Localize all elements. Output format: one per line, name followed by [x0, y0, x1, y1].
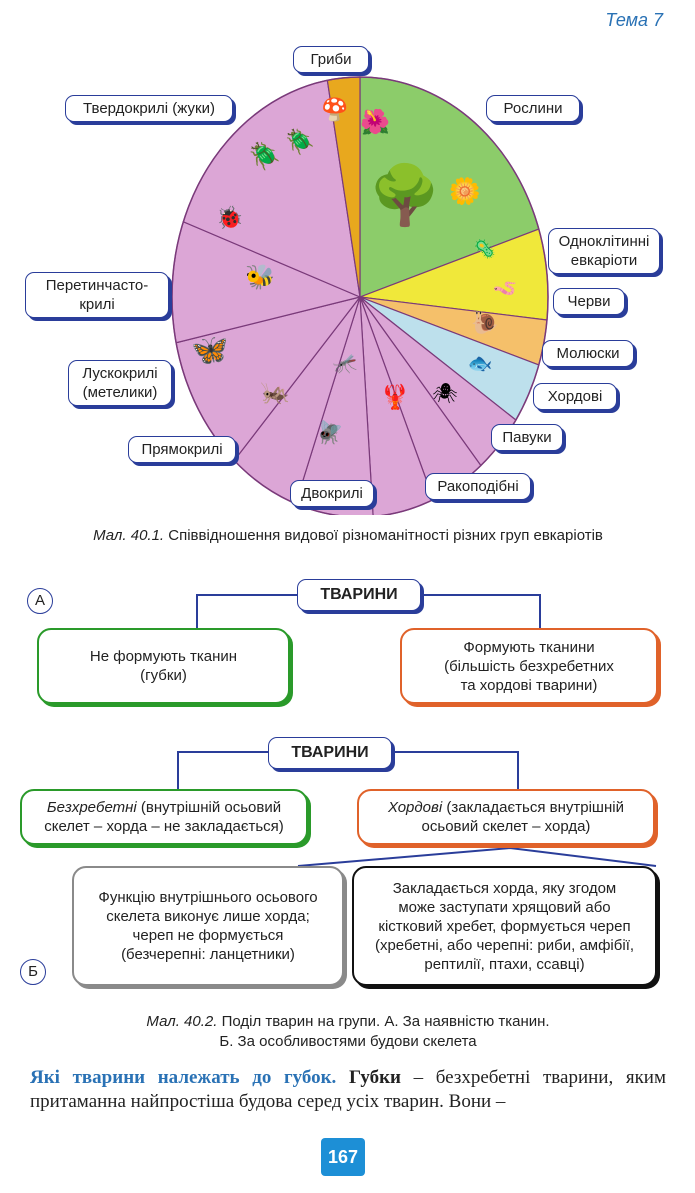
- worm-icon: 🪱: [493, 278, 518, 300]
- box-chordates-line2: осьовий скелет – хорда): [421, 818, 591, 835]
- label-molluscs: Молюски: [542, 340, 634, 367]
- label-lepidoptera-line1: Лускокрилі: [82, 365, 158, 382]
- paragraph-term: Губки: [348, 1067, 401, 1088]
- label-b: Б: [20, 959, 46, 985]
- figure2-caption-line2: Б. За особливостями будови скелета: [219, 1033, 477, 1050]
- label-orthoptera: Прямокрилі: [128, 436, 236, 463]
- box-chordates-line1: Хордові (закладається внутрішній: [388, 798, 624, 817]
- box-tissues-line3: та хордові тварини): [460, 676, 598, 694]
- box-invertebrates: Безхребетні (внутрішній осьовий скелет –…: [20, 789, 308, 845]
- label-crustaceans: Ракоподібні: [425, 473, 531, 500]
- box-no-tissues-line1: Не формують тканин: [89, 648, 238, 665]
- label-unicellular-line2: евкаріоти: [570, 252, 638, 269]
- box-craniata-line5: рептилії, птахи, ссавці): [424, 955, 585, 973]
- label-diptera: Двокрилі: [290, 480, 374, 507]
- chordates-desc: (закладається внутрішній: [442, 799, 624, 816]
- diversity-pie-chart: 🌳🌺🌼🍄🪲🪲🐞🐝🦋🦗🪰🦟🦞🕷🐟🐌🪱🦠: [171, 76, 549, 515]
- box-invertebrates-line2: скелет – хорда – не закладається): [44, 818, 284, 835]
- cricket-icon: 🦗: [260, 379, 290, 406]
- label-chordates: Хордові: [533, 383, 617, 410]
- fly-icon: 🪰: [316, 420, 343, 446]
- box-acrania: Функцію внутрішнього осьового скелета ви…: [72, 866, 344, 986]
- diagram-b-title: ТВАРИНИ: [268, 737, 392, 769]
- label-a: А: [27, 588, 53, 614]
- spider-icon: 🕷: [432, 383, 457, 405]
- box-craniata-line2: може заступати хрящовий або: [398, 898, 611, 916]
- box-tissues-line2: (більшість безхребетних: [444, 657, 614, 675]
- box-craniata-line1: Закладається хорда, яку згодом: [392, 879, 617, 897]
- body-paragraph: Які тварини належать до губок. Губки – б…: [30, 1066, 666, 1114]
- flower-icon: 🌺: [360, 108, 390, 136]
- invertebrates-term: Безхребетні: [46, 799, 137, 816]
- box-tissues-line1: Формують тканини: [463, 638, 595, 656]
- box-chordates: Хордові (закладається внутрішній осьовий…: [357, 789, 655, 845]
- box-acrania-line4: (безчерепні: ланцетники): [121, 946, 295, 963]
- box-no-tissues-line2: (губки): [140, 667, 187, 684]
- paragraph-text: – безхребетні тварини, яким притаманна н…: [30, 1067, 667, 1112]
- label-spiders: Павуки: [491, 424, 563, 451]
- pie-slices: 🌳🌺🌼🍄🪲🪲🐞🐝🦋🦗🪰🦟🦞🕷🐟🐌🪱🦠: [171, 76, 549, 515]
- figure1-caption-number: Мал. 40.1.: [93, 527, 165, 544]
- label-unicellular: Одноклітинні евкаріоти: [548, 228, 660, 274]
- box-acrania-line3: череп не формується: [132, 927, 284, 944]
- beetle-icon: 🪲: [249, 141, 281, 172]
- crayfish-icon: 🦞: [380, 383, 410, 411]
- box-tissues: Формують тканини (більшість безхребетних…: [400, 628, 658, 704]
- figure2-caption-number: Мал. 40.2.: [146, 1013, 218, 1030]
- label-lepidoptera-line2: (метелики): [82, 384, 158, 401]
- figure2-caption-line1: Мал. 40.2. Поділ тварин на групи. А. За …: [30, 1012, 666, 1032]
- mushroom-icon: 🍄: [321, 97, 348, 122]
- page-number: 167: [321, 1138, 365, 1176]
- snail-icon: 🐌: [471, 310, 498, 335]
- box-acrania-line1: Функцію внутрішнього осьового: [98, 889, 318, 906]
- box-invertebrates-line1: Безхребетні (внутрішній осьовий: [44, 798, 284, 817]
- label-hymenoptera-line1: Перетинчасто-: [45, 277, 149, 294]
- topic-label: Тема 7: [605, 10, 663, 30]
- butterfly-icon: 🦋: [191, 334, 228, 367]
- label-hymenoptera: Перетинчасто- крилі: [25, 272, 169, 318]
- label-hymenoptera-line2: крилі: [79, 296, 115, 313]
- box-craniata: Закладається хорда, яку згодом може заст…: [352, 866, 657, 986]
- paragraph-heading: Які тварини належать до губок.: [30, 1067, 337, 1088]
- box-no-tissues: Не формують тканин (губки): [37, 628, 290, 704]
- box-craniata-line3: кістковий хребет, формується череп: [378, 917, 631, 935]
- box-craniata-line4: (хребетні, або черепні: риби, амфібії,: [374, 936, 635, 954]
- chordates-term: Хордові: [388, 799, 443, 816]
- figure2-caption: Мал. 40.2. Поділ тварин на групи. А. За …: [30, 1012, 666, 1052]
- diagram-a-title: ТВАРИНИ: [297, 579, 421, 611]
- pie-outline: [171, 76, 549, 515]
- label-unicellular-line1: Одноклітинні: [558, 233, 650, 250]
- mosquito-icon: 🦟: [333, 353, 358, 375]
- tree-icon: 🌳: [369, 160, 441, 228]
- bee-icon: 🐝: [245, 264, 275, 291]
- label-plants: Рослини: [486, 95, 580, 122]
- fish-icon: 🐟: [468, 353, 493, 375]
- bug-icon: 🐞: [216, 205, 243, 230]
- figure1-caption: Мал. 40.1. Співвідношення видової різном…: [30, 526, 666, 546]
- label-lepidoptera: Лускокрилі (метелики): [68, 360, 172, 406]
- figure2-caption-text1: Поділ тварин на групи. А. За наявністю т…: [217, 1013, 550, 1030]
- figure1-caption-text: Співвідношення видової різноманітності р…: [164, 527, 603, 544]
- box-acrania-line2: скелета виконує лише хорда;: [106, 908, 310, 925]
- label-fungi: Гриби: [293, 46, 369, 73]
- invertebrates-desc: (внутрішній осьовий: [136, 799, 282, 816]
- dandelion-icon: 🌼: [449, 176, 481, 206]
- label-worms: Черви: [553, 288, 625, 315]
- microbe-icon: 🦠: [474, 238, 496, 259]
- beetle2-icon: 🪲: [285, 128, 315, 156]
- label-beetles: Твердокрилі (жуки): [65, 95, 233, 122]
